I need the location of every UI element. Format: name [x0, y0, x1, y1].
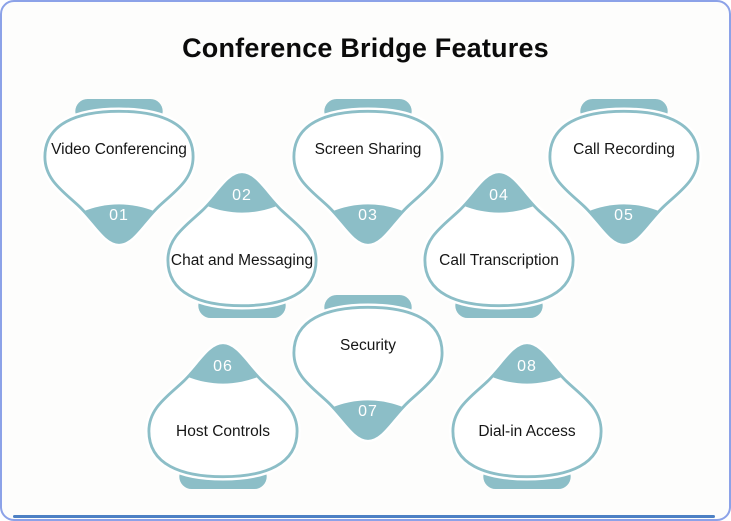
feature-number: 06: [213, 358, 233, 375]
feature-number: 01: [109, 207, 129, 224]
diagram-title: Conference Bridge Features: [182, 33, 549, 63]
feature-call-transcription: 04 Call Transcription: [413, 167, 585, 319]
feature-dial-in-access: 08 Dial-in Access: [441, 338, 613, 490]
feature-chat-and-messaging: 02 Chat and Messaging: [156, 167, 328, 319]
feature-label: Chat and Messaging: [170, 251, 314, 269]
feature-label: Call Recording: [573, 140, 675, 158]
feature-number: 07: [358, 403, 378, 420]
feature-number: 04: [489, 187, 509, 204]
feature-label: Security: [340, 336, 396, 354]
feature-label: Video Conferencing: [51, 140, 187, 158]
feature-host-controls: 06 Host Controls: [137, 338, 309, 490]
feature-label: Screen Sharing: [314, 140, 422, 158]
feature-number: 05: [614, 207, 634, 224]
feature-number: 08: [517, 358, 537, 375]
feature-screen-sharing: 03 Screen Sharing: [282, 98, 454, 250]
feature-security: 07 Security: [282, 294, 454, 446]
feature-video-conferencing: 01 Video Conferencing: [33, 98, 205, 250]
bottom-accent-line: [13, 515, 715, 518]
feature-number: 02: [232, 187, 252, 204]
feature-label: Host Controls: [176, 422, 270, 440]
feature-label: Dial-in Access: [478, 422, 576, 440]
feature-number: 03: [358, 207, 378, 224]
feature-label: Call Transcription: [439, 251, 559, 269]
feature-call-recording: 05 Call Recording: [538, 98, 710, 250]
